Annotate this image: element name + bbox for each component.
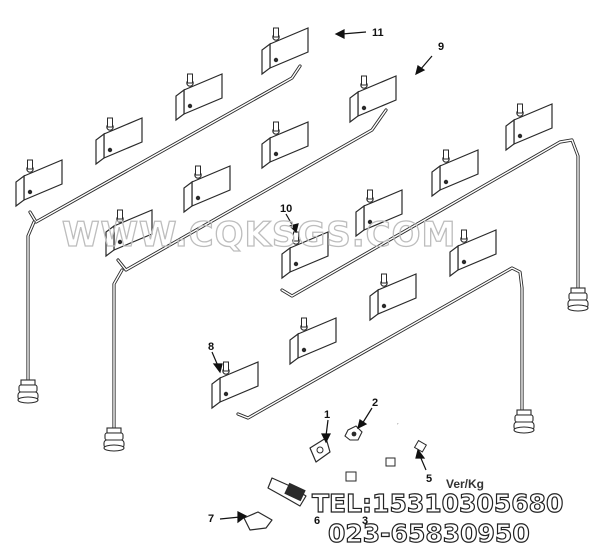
callout-9: 9 xyxy=(438,41,444,53)
watermark-stamp: Ver/Kg xyxy=(446,477,484,491)
callout-3: 3 xyxy=(362,515,368,527)
callout-1: 1 xyxy=(324,409,330,421)
part-2-nut xyxy=(344,425,363,441)
callout-2: 2 xyxy=(372,397,378,409)
harness-10 xyxy=(280,103,589,312)
part-6-connector xyxy=(267,477,307,507)
harness-8 xyxy=(211,229,535,434)
watermark-phone-2: 023-65830950 xyxy=(328,519,530,548)
callout-11: 11 xyxy=(372,27,384,39)
harness-9 xyxy=(103,75,397,452)
callout-arrows xyxy=(211,29,433,524)
harness-11 xyxy=(15,27,309,404)
part-3-fastener xyxy=(345,457,396,482)
callout-6: 6 xyxy=(314,515,320,527)
part-5-bolt xyxy=(397,423,428,453)
part-1-clip xyxy=(309,437,331,463)
callout-8: 8 xyxy=(208,341,214,353)
callout-5: 5 xyxy=(426,473,432,485)
callout-7: 7 xyxy=(208,513,214,525)
watermark-phone: TEL:15310305680 xyxy=(312,489,563,518)
callout-10: 10 xyxy=(280,203,292,215)
watermark-site: WWW.CQKSGS.COM xyxy=(62,215,456,255)
part-7-terminal xyxy=(243,511,273,531)
